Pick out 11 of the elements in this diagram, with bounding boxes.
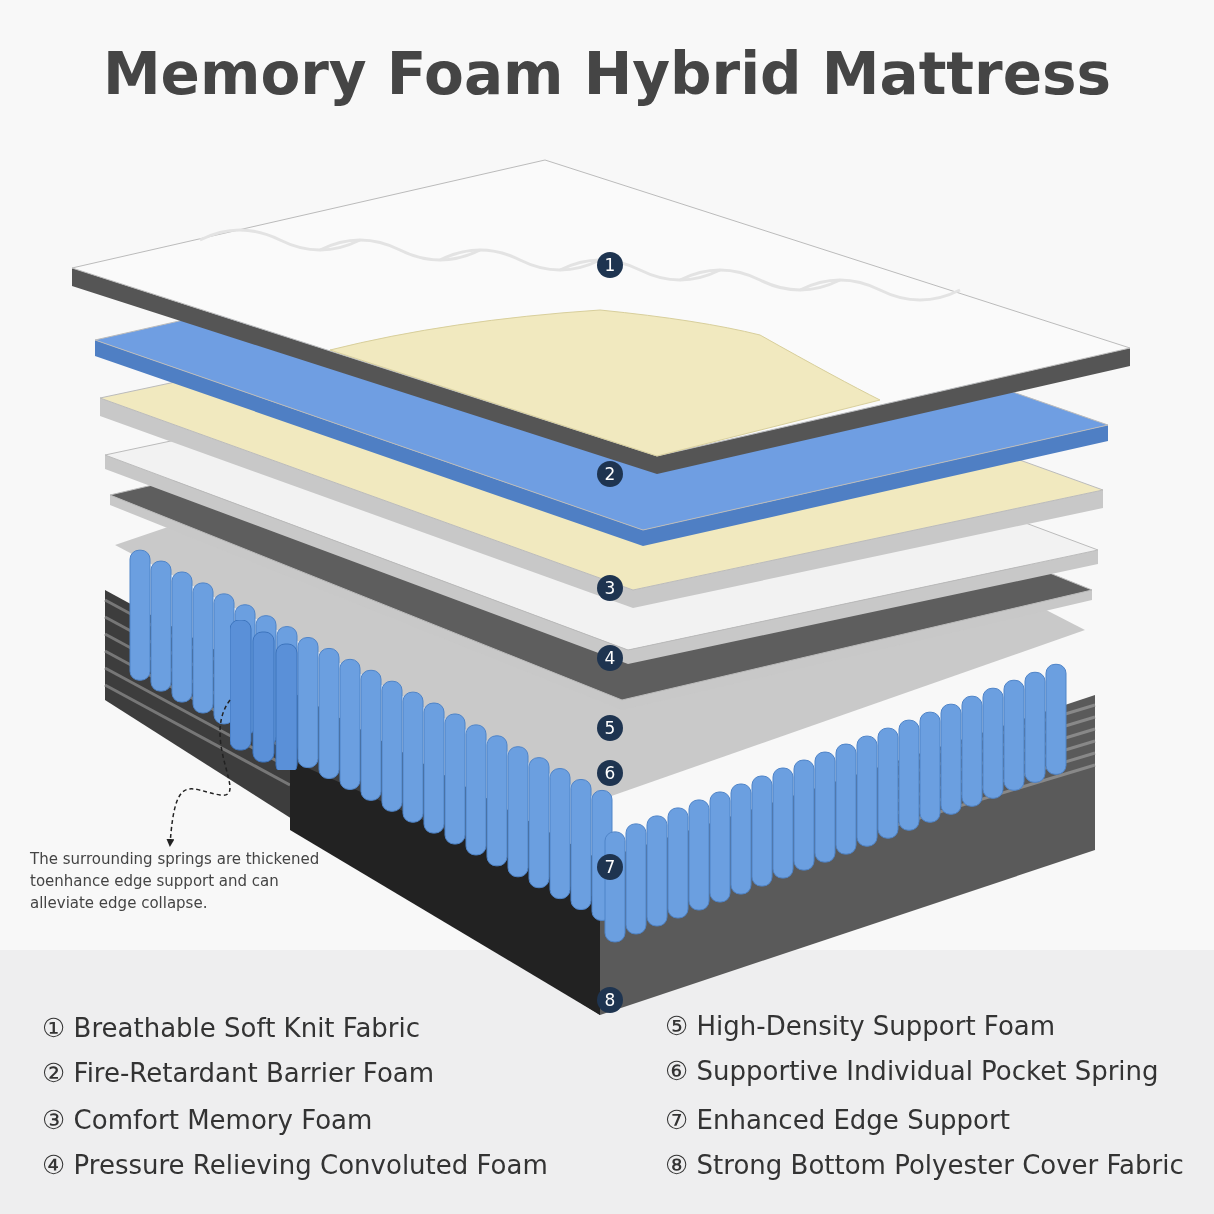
legend-text: ⑥ Supportive Individual Pocket Spring xyxy=(665,1056,1159,1086)
legend-text: ⑦ Enhanced Edge Support xyxy=(665,1105,1010,1135)
legend-text: ② Fire-Retardant Barrier Foam xyxy=(42,1058,435,1088)
legend-text: ③ Comfort Memory Foam xyxy=(42,1105,373,1135)
legend-text: ④ Pressure Relieving Convoluted Foam xyxy=(42,1150,548,1180)
legend-text: ① Breathable Soft Knit Fabric xyxy=(42,1013,421,1043)
leader-arrow xyxy=(166,699,231,847)
legend-text: ⑤ High-Density Support Foam xyxy=(665,1011,1056,1041)
title-text: Memory Foam Hybrid Mattress xyxy=(101,40,1113,108)
annotation-text: The surrounding springs are thickened toenhance edge support and can alleviate edge collapse. xyxy=(30,848,330,914)
legend-text: ⑧ Strong Bottom Polyester Cover Fabric xyxy=(665,1150,1184,1180)
